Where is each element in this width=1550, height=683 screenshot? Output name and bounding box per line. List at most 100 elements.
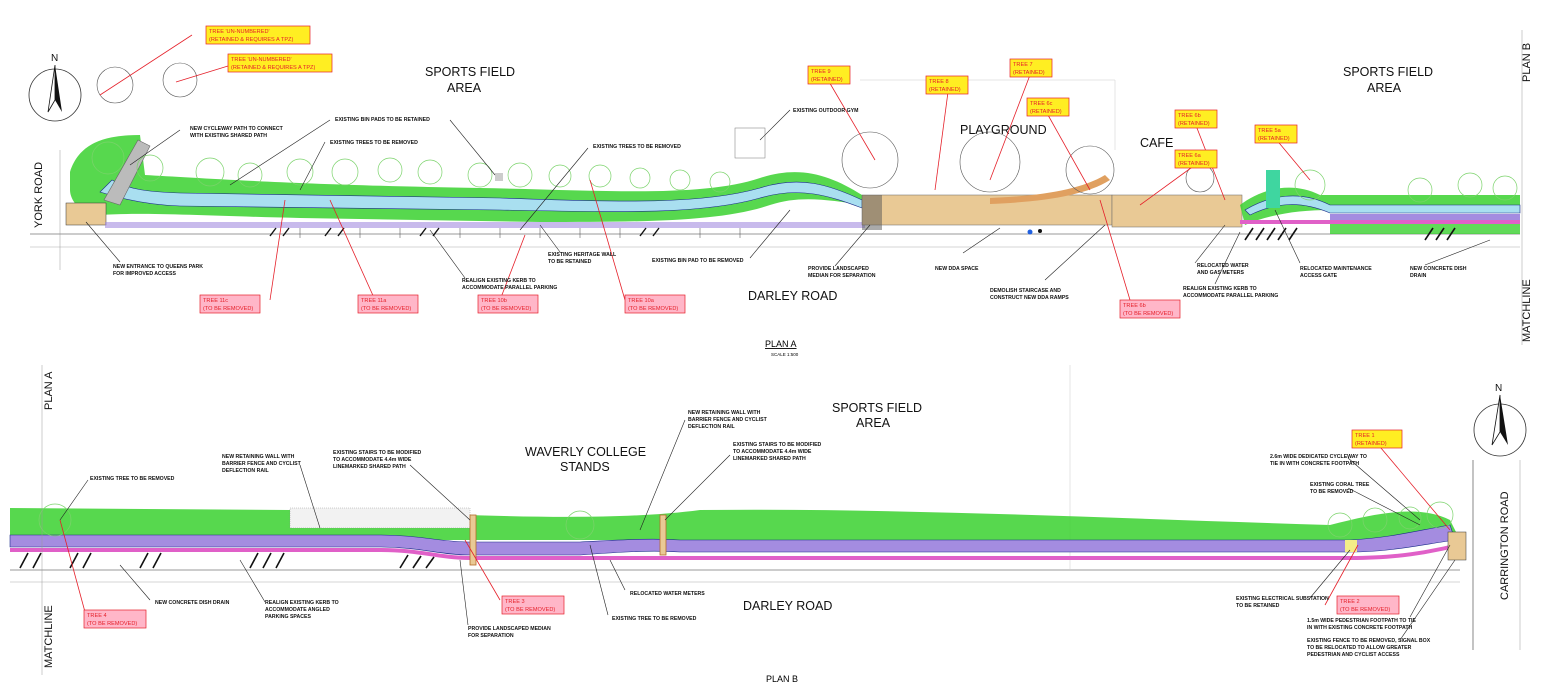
- parking-strip-left: [105, 222, 865, 228]
- note-stairs-left-3: LINEMARKED SHARED PATH: [333, 464, 406, 470]
- tag-t6a: TREE 6a (RETAINED): [1174, 149, 1218, 169]
- note-median-1: PROVIDE LANDSCAPED: [808, 266, 869, 272]
- stairs-left: [469, 514, 477, 566]
- note-realign2-2: ACCOMMODATE PARALLEL PARKING: [1183, 293, 1278, 299]
- svg-text:TREE 4: TREE 4: [87, 613, 107, 619]
- york-road-label: YORK ROAD: [33, 162, 45, 228]
- note-bin-pad-removed: EXISTING BIN PAD TO BE REMOVED: [652, 258, 744, 264]
- svg-text:TREE 5a: TREE 5a: [1258, 128, 1282, 134]
- svg-text:(RETAINED): (RETAINED): [1258, 136, 1290, 142]
- substation: [1345, 540, 1357, 552]
- road-edge-b: [10, 545, 1450, 560]
- tag-t2: TREE 2 (TO BE REMOVED): [1336, 595, 1400, 615]
- sports-left-line1: SPORTS FIELD: [425, 65, 515, 79]
- sports-left-line2: AREA: [447, 81, 482, 95]
- svg-text:(RETAINED): (RETAINED): [811, 77, 843, 83]
- carrington-road-label: CARRINGTON ROAD: [1499, 491, 1511, 600]
- note-wall-left-1: NEW RETAINING WALL WITH: [222, 454, 295, 460]
- plan-a-scale: SCALE 1:500: [771, 352, 799, 357]
- note-water-gas-1: RELOCATED WATER: [1197, 263, 1249, 269]
- svg-text:TREE 'UN-NUMBERED': TREE 'UN-NUMBERED': [231, 57, 292, 63]
- note-wall-left-2: BARRIER FENCE AND CYCLIST: [222, 461, 302, 467]
- svg-text:(RETAINED): (RETAINED): [1178, 121, 1210, 127]
- svg-text:TREE 7: TREE 7: [1013, 62, 1033, 68]
- note-footpath-2: IN WITH EXISTING CONCRETE FOOTPATH: [1307, 625, 1413, 631]
- note-cycleway-2: WITH EXISTING SHARED PATH: [190, 133, 267, 139]
- sports-right-line1: SPORTS FIELD: [1343, 65, 1433, 79]
- note-stairs-mid-2: TO ACCOMMODATE 4.4m WIDE: [733, 449, 812, 455]
- note-staircase-2: CONSTRUCT NEW DDA RAMPS: [990, 295, 1069, 301]
- darley-road-b: DARLEY ROAD: [743, 599, 832, 613]
- parking-hatch-b: [19, 552, 435, 569]
- note-realign-b-2: ACCOMMODATE ANGLED: [265, 607, 330, 613]
- tag-t5a: TREE 5a (RETAINED): [1254, 124, 1298, 144]
- plan-a: N SPORTS FIELD AREA SPORTS FIELD AREA PL…: [28, 25, 1533, 357]
- note-substation-2: TO BE RETAINED: [1236, 603, 1280, 609]
- plan-a-ref: PLAN A: [43, 371, 55, 410]
- plan-a-title: PLAN A: [765, 339, 797, 349]
- gym-median: [862, 195, 882, 230]
- note-stairs-left-2: TO ACCOMMODATE 4.4m WIDE: [333, 457, 412, 463]
- note-bin-pads: EXISTING BIN PADS TO BE RETAINED: [335, 117, 430, 123]
- svg-text:TREE 6b: TREE 6b: [1178, 113, 1201, 119]
- note-trees-removed-2: EXISTING TREES TO BE REMOVED: [593, 144, 681, 150]
- tag-t6b-removed: TREE 6b (TO BE REMOVED): [1119, 299, 1181, 319]
- svg-text:TREE 10a: TREE 10a: [628, 298, 655, 304]
- svg-text:(RETAINED & REQUIRES A TPZ): (RETAINED & REQUIRES A TPZ): [231, 65, 315, 71]
- darley-road-a: DARLEY ROAD: [748, 289, 837, 303]
- note-dish-drain-b: NEW CONCRETE DISH DRAIN: [155, 600, 230, 606]
- note-wall-mid-2: BARRIER FENCE AND CYCLIST: [688, 417, 768, 423]
- sports-b-line2: AREA: [856, 416, 891, 430]
- note-median-b-1: PROVIDE LANDSCAPED MEDIAN: [468, 626, 551, 632]
- tag-t11c: TREE 11c (TO BE REMOVED): [199, 294, 261, 314]
- stands-line2: STANDS: [560, 460, 610, 474]
- note-cycleway-b-1: 2.6m WIDE DEDICATED CYCLEWAY TO: [1270, 454, 1367, 460]
- plan-b-title: PLAN B: [766, 674, 798, 683]
- note-heritage-1: EXISTING HERITAGE WALL: [548, 252, 617, 258]
- note-coral-2: TO BE REMOVED: [1310, 489, 1354, 495]
- svg-text:(RETAINED): (RETAINED): [1355, 441, 1387, 447]
- note-water-gas-2: AND GAS METERS: [1197, 270, 1245, 276]
- tag-un1: TREE 'UN-NUMBERED' (RETAINED & REQUIRES …: [205, 25, 311, 45]
- svg-text:TREE 8: TREE 8: [929, 79, 949, 85]
- svg-text:TREE 'UN-NUMBERED': TREE 'UN-NUMBERED': [209, 29, 270, 35]
- svg-text:(TO BE REMOVED): (TO BE REMOVED): [203, 306, 253, 312]
- matchline-b: MATCHLINE: [43, 605, 55, 668]
- svg-text:TREE 2: TREE 2: [1340, 599, 1360, 605]
- note-median-2: MEDIAN FOR SEPARATION: [808, 273, 876, 279]
- stairs-mid: [659, 514, 667, 556]
- note-dish-1: NEW CONCRETE DISH: [1410, 266, 1467, 272]
- note-dda-space: NEW DDA SPACE: [935, 266, 979, 272]
- cafe-paving: [1111, 194, 1243, 228]
- note-realign-2: ACCOMMODATE PARALLEL PARKING: [462, 285, 557, 291]
- svg-text:TREE 3: TREE 3: [505, 599, 525, 605]
- path-pink-right: [1240, 220, 1520, 224]
- tag-t9: TREE 9 (RETAINED): [807, 65, 851, 85]
- playground-label: PLAYGROUND: [960, 123, 1047, 137]
- cafe-label: CAFE: [1140, 136, 1173, 150]
- note-wall-mid-1: NEW RETAINING WALL WITH: [688, 410, 761, 416]
- note-fence-1: EXISTING FENCE TO BE REMOVED, SIGNAL BOX: [1307, 638, 1431, 644]
- plan-b-ref: PLAN B: [1521, 43, 1533, 82]
- note-entrance-1: NEW ENTRANCE TO QUEENS PARK: [113, 264, 203, 270]
- tag-un2: TREE 'UN-NUMBERED' (RETAINED & REQUIRES …: [227, 53, 333, 73]
- svg-text:TREE 9: TREE 9: [811, 69, 831, 75]
- note-footpath-1: 1.5m WIDE PEDESTRIAN FOOTPATH TO TIE: [1307, 618, 1416, 624]
- note-cycleway-b-2: TIE IN WITH CONCRETE FOOTPATH: [1270, 461, 1359, 467]
- plan-b: N SPORTS FIELD AREA WAVERLY COLLEGE STAN…: [9, 365, 1527, 683]
- note-substation-1: EXISTING ELECTRICAL SUBSTATION: [1236, 596, 1329, 602]
- central-paving: [861, 194, 1113, 226]
- note-entrance-2: FOR IMPROVED ACCESS: [113, 271, 176, 277]
- note-stairs-mid-3: LINEMARKED SHARED PATH: [733, 456, 806, 462]
- green-right-lower: [1330, 224, 1520, 234]
- tag-t1: TREE 1 (RETAINED): [1351, 429, 1403, 449]
- note-water-meters: RELOCATED WATER METERS: [630, 591, 705, 597]
- note-wall-left-3: DEFLECTION RAIL: [222, 468, 270, 474]
- svg-text:TREE 6b: TREE 6b: [1123, 303, 1146, 309]
- tag-t10a: TREE 10a (TO BE REMOVED): [624, 294, 686, 314]
- note-tree-removed-2: EXISTING TREE TO BE REMOVED: [612, 616, 697, 622]
- tag-t7: TREE 7 (RETAINED): [1009, 58, 1053, 78]
- north-label-a: N: [51, 53, 58, 64]
- svg-text:TREE 10b: TREE 10b: [481, 298, 507, 304]
